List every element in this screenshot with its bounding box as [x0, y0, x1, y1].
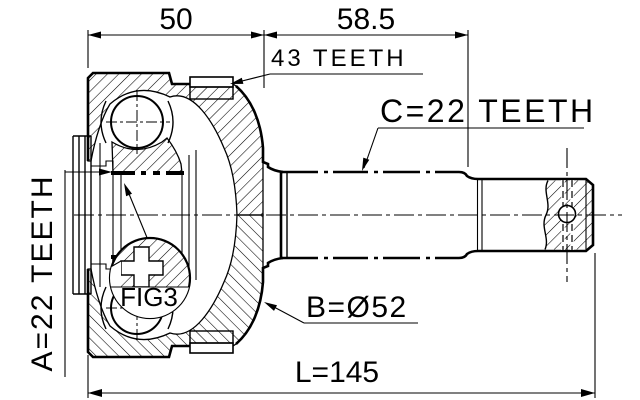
- boot-seat-rim: [72, 135, 101, 215]
- dim-length-text: L=145: [295, 356, 379, 389]
- cage-edge-left: [100, 100, 107, 144]
- label-b-diameter: B=Ø52: [264, 291, 418, 324]
- label-c-teeth: C=22 TEETH: [362, 93, 596, 171]
- dimension-length: L=145: [87, 253, 596, 398]
- abs-ring: [189, 76, 234, 100]
- abs-leader-arrow-icon: [230, 77, 244, 84]
- shaft-spline-text: C=22 TEETH: [380, 93, 596, 129]
- dimension-50: 50: [87, 3, 265, 88]
- snap-ring-groove: [91, 160, 114, 172]
- shaft-spline-arrow-icon: [362, 157, 370, 171]
- fig3-label: FIG3: [120, 282, 178, 312]
- inner-spline-text: A=22 TEETH: [26, 174, 59, 371]
- inner-spline-arrow-icon: [99, 168, 112, 176]
- label-a-teeth: A=22 TEETH: [26, 168, 112, 377]
- label-43-teeth: 43 TEETH: [230, 45, 423, 84]
- dim-58-5-text: 58.5: [337, 3, 395, 36]
- fig3-callout: FIG3: [108, 183, 192, 320]
- inner-race: [91, 137, 197, 215]
- outer-diameter-text: B=Ø52: [306, 291, 408, 324]
- outer-diameter-arrow-icon: [264, 302, 277, 311]
- ball-bearing: [100, 90, 174, 154]
- abs-teeth-text: 43 TEETH: [271, 45, 407, 72]
- groove-profile-detail: [120, 246, 164, 288]
- outer-race-top-half: [72, 71, 284, 216]
- dimension-58-5: 58.5: [264, 3, 469, 167]
- dim-50-text: 50: [159, 3, 192, 36]
- cage-edge-right: [167, 100, 174, 144]
- shaft-spline-marks: [318, 169, 435, 261]
- bell-outline-left: [86, 71, 190, 161]
- fig3-leader-arrow-icon: [124, 183, 132, 197]
- bell-outline-right: [235, 85, 284, 174]
